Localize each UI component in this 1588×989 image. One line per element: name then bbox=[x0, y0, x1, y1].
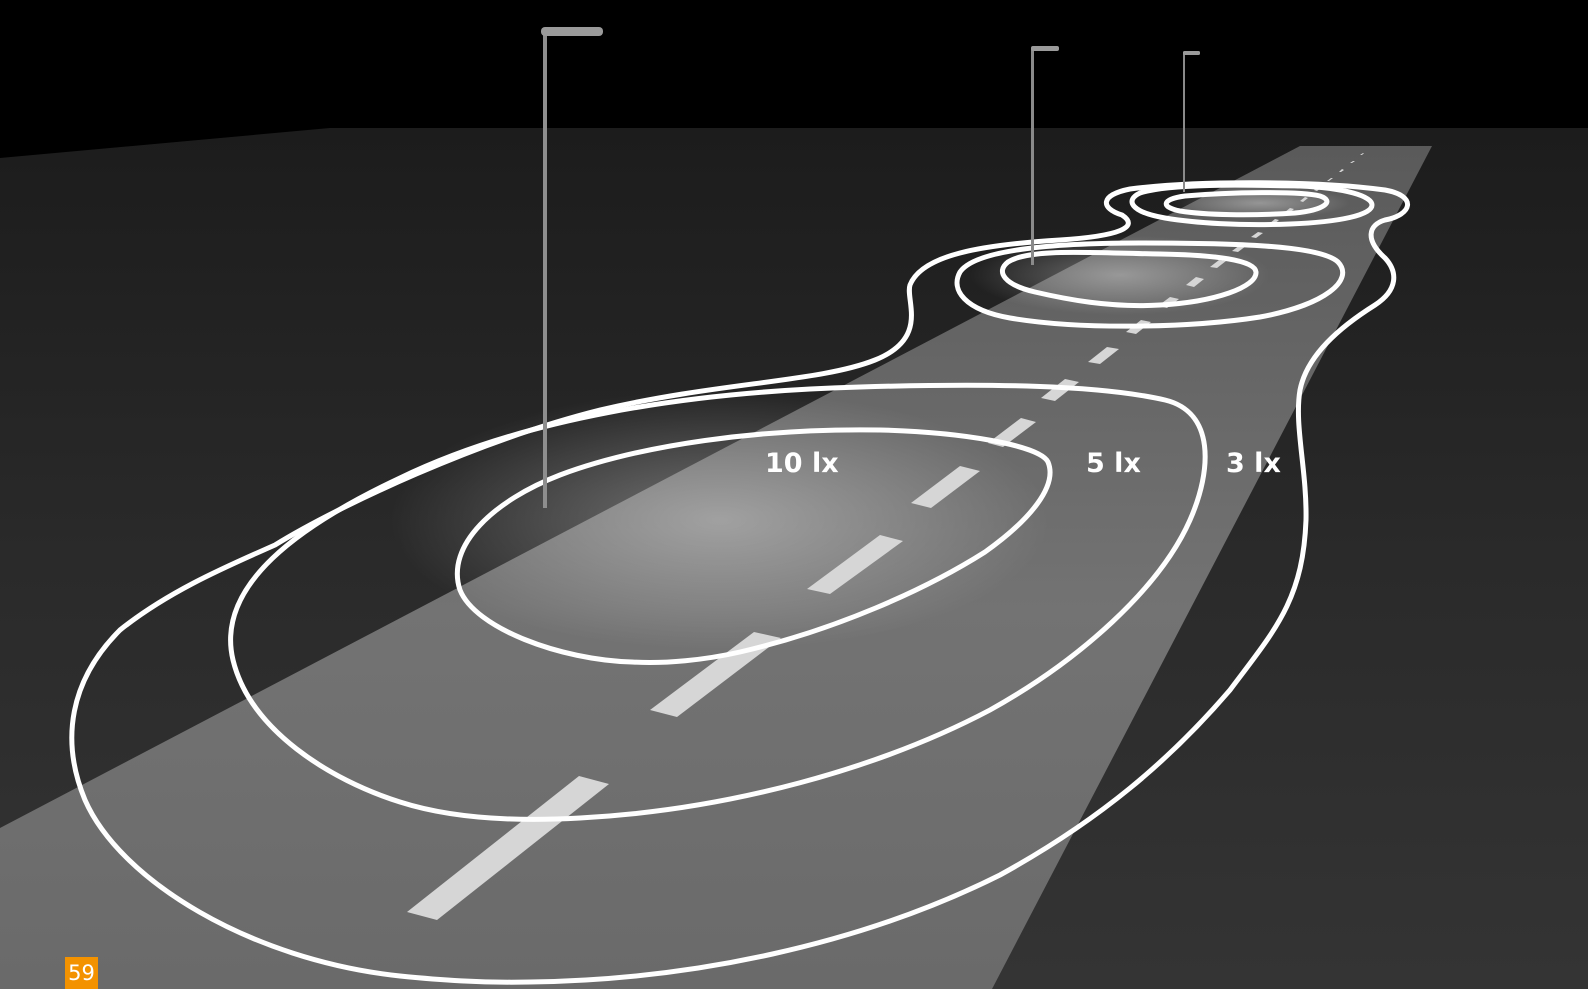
label-5lx: 5 lx bbox=[1086, 448, 1141, 479]
page-number-badge: 59 bbox=[65, 957, 98, 989]
light-pool-near bbox=[390, 390, 1050, 650]
lamp-head bbox=[1183, 51, 1200, 55]
label-10lx: 10 lx bbox=[765, 448, 839, 479]
label-3lx: 3 lx bbox=[1226, 448, 1281, 479]
lamp-head bbox=[1031, 46, 1059, 51]
lamp-head bbox=[541, 27, 603, 36]
